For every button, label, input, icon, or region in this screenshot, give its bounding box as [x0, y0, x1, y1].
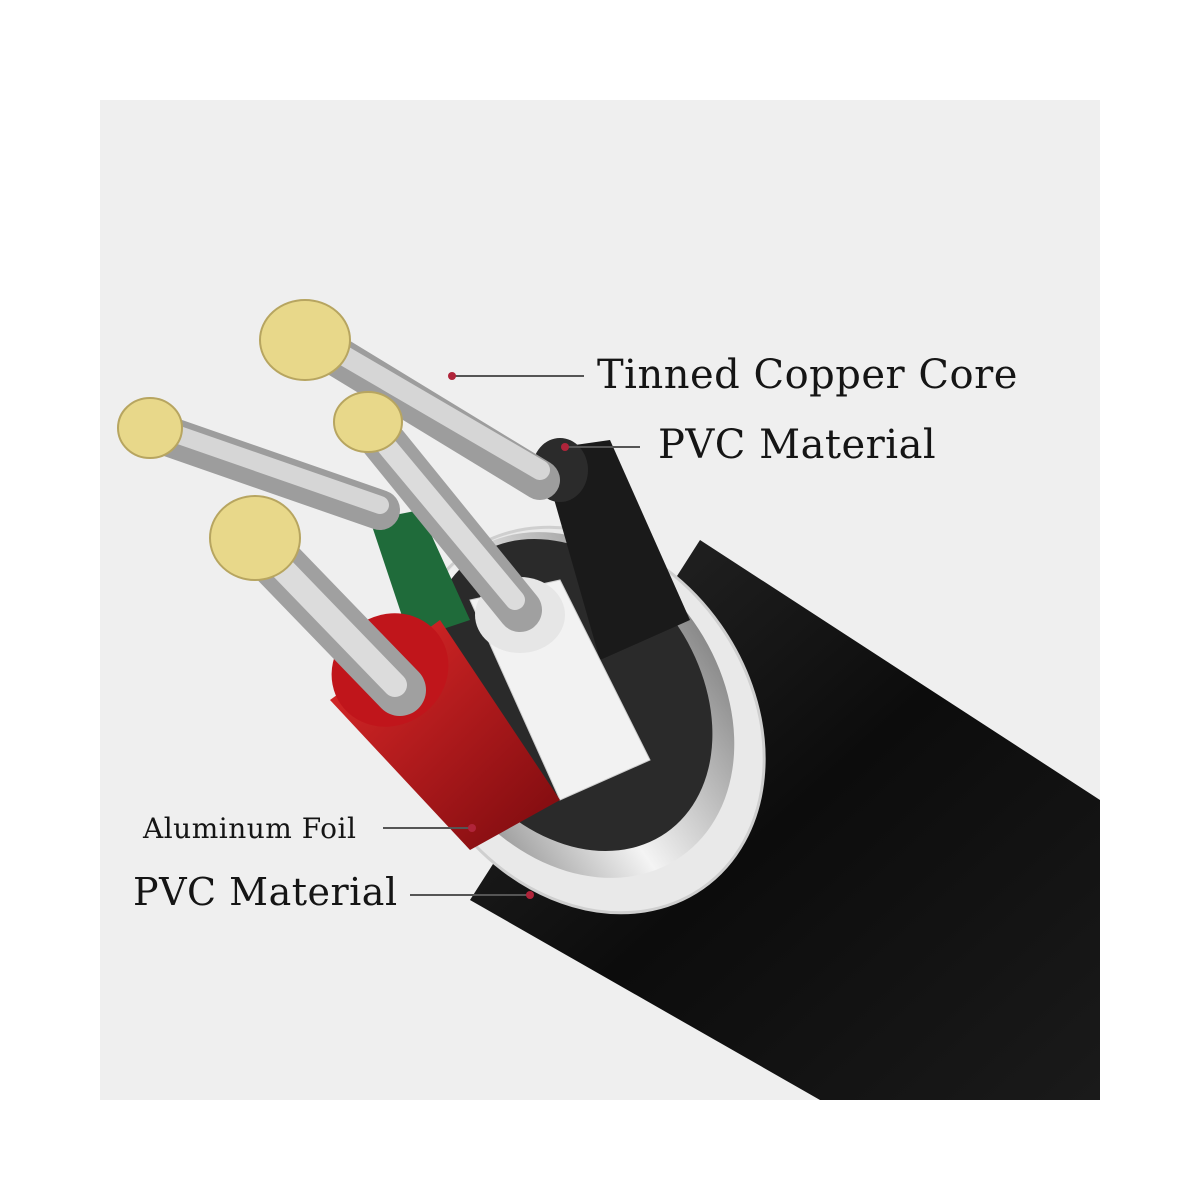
- diagram-panel: [100, 100, 1100, 1100]
- strand-tips: [117, 299, 403, 581]
- black-wire: [540, 440, 690, 660]
- green-wire: [370, 510, 470, 640]
- label-aluminum-foil: Aluminum Foil: [143, 812, 357, 845]
- label-pvc-material-inner: PVC Material: [658, 422, 937, 468]
- leader-lines: [383, 372, 640, 899]
- cable-illustration: [117, 299, 1100, 1100]
- label-pvc-material-outer: PVC Material: [133, 870, 398, 914]
- label-tinned-copper-core: Tinned Copper Core: [597, 352, 1018, 398]
